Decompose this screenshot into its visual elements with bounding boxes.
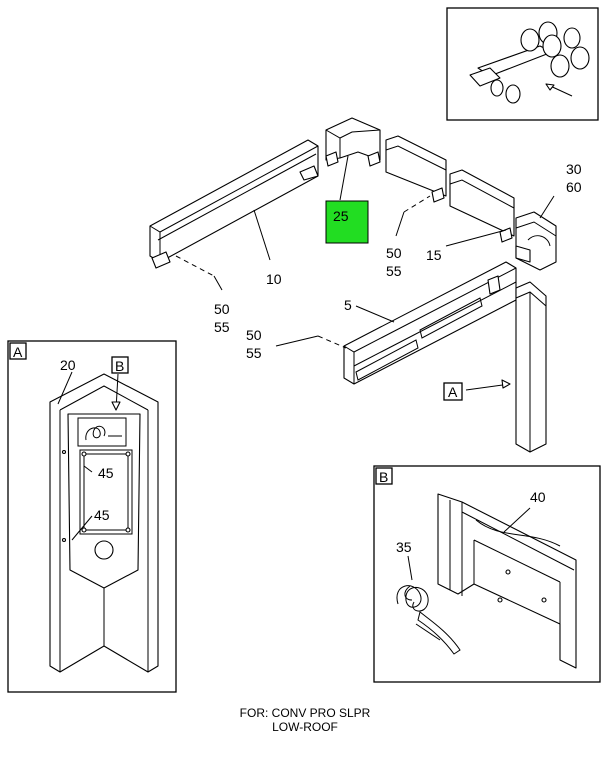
part-5-rail (343, 261, 517, 385)
callout-55-mid: 55 (386, 263, 402, 279)
leader-15 (445, 229, 507, 247)
callout-5: 5 (344, 297, 352, 313)
part-25-corner (325, 117, 381, 167)
view-a-post (515, 281, 547, 453)
detail-a-inset: A 20 B 45 45 (7, 340, 177, 693)
leader-50-55-mid (395, 211, 405, 237)
callout-50-mid: 50 (386, 245, 402, 261)
view-a-tag (443, 382, 463, 401)
part-10-rail (149, 139, 319, 269)
arrow-head-a (501, 379, 511, 389)
callout-50-low: 50 (246, 327, 262, 343)
detail-a-label-box (9, 342, 27, 360)
leader-50-55-mid-dash (403, 195, 431, 213)
leader-10-dash (175, 255, 215, 277)
leader-10-line (253, 209, 271, 261)
part-30-corner (515, 211, 557, 271)
callout-50-left: 50 (214, 301, 230, 317)
footer-line-1: FOR: CONV PRO SLPR (239, 706, 371, 720)
callout-20: 20 (60, 357, 76, 373)
callout-40: 40 (530, 489, 546, 505)
view-a-tag-label: A (448, 384, 458, 400)
pro-sleeper-emblem (396, 585, 461, 655)
part-15-segment-right (449, 169, 515, 243)
leader-50-55-low-dash (317, 335, 347, 349)
leader-30 (539, 195, 555, 219)
footer-note: FOR: CONV PRO SLPR LOW-ROOF (0, 706, 610, 734)
detail-a-label: A (13, 344, 23, 360)
callout-55-low: 55 (246, 345, 262, 361)
callout-60: 60 (566, 179, 582, 195)
leader-50-55-low (275, 335, 319, 347)
footer-line-2: LOW-ROOF (272, 720, 338, 734)
detail-b-label-box (375, 467, 393, 485)
callout-45-upper: 45 (98, 465, 114, 481)
view-b-tag-label: B (115, 358, 124, 374)
callout-10: 10 (266, 271, 282, 287)
callout-25[interactable]: 25 (333, 208, 349, 224)
truck-chassis-icon (469, 21, 590, 104)
callout-30: 30 (566, 161, 582, 177)
callout-55-left: 55 (214, 319, 230, 335)
leader-10 (213, 275, 223, 291)
leader-5 (355, 305, 395, 323)
part-15-segment-left (385, 135, 447, 203)
pro-sleeper-logo (85, 425, 122, 441)
callout-15: 15 (426, 247, 442, 263)
callout-25-highlight[interactable] (325, 200, 369, 244)
callout-45-lower: 45 (94, 507, 110, 523)
truck-locator-inset (446, 7, 599, 121)
detail-b-inset: B 35 40 (373, 465, 601, 683)
main-assembly: 25 10 50 55 50 55 15 30 60 5 50 55 A (149, 117, 582, 453)
detail-b-label: B (379, 469, 388, 485)
view-b-tag (111, 356, 129, 374)
leader-25 (339, 155, 349, 201)
callout-35: 35 (396, 539, 412, 555)
